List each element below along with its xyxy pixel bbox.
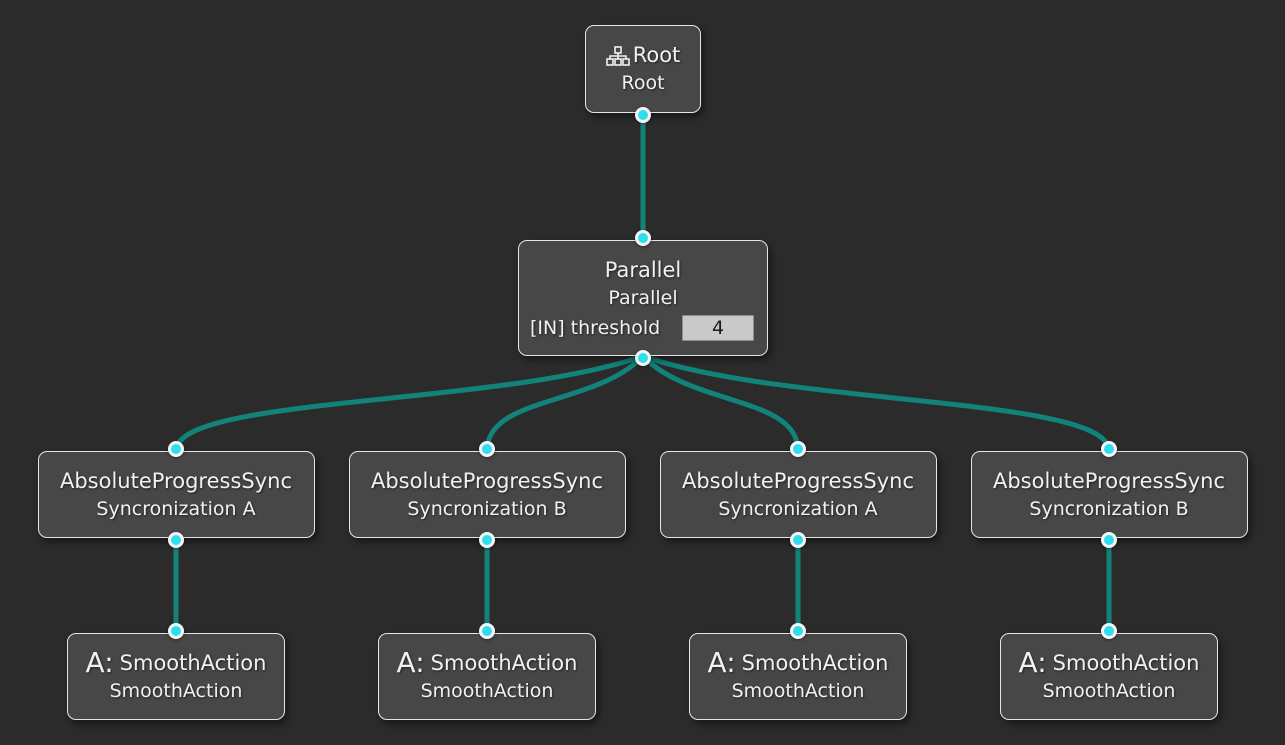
input-port[interactable] — [479, 441, 495, 457]
node-root[interactable]: Root Root — [585, 25, 701, 123]
action-prefix: A: — [396, 646, 425, 679]
node-instance-name: SmoothAction — [731, 679, 865, 702]
node-title-row: A: SmoothAction — [708, 649, 889, 678]
action-prefix: A: — [85, 646, 114, 679]
input-port[interactable] — [168, 623, 184, 639]
node-type-label: AbsoluteProgressSync — [370, 468, 603, 493]
node-action-1[interactable]: A: SmoothAction SmoothAction — [67, 623, 285, 720]
node-action-4[interactable]: A: SmoothAction SmoothAction — [1000, 623, 1218, 720]
action-prefix: A: — [1018, 646, 1047, 679]
input-port[interactable] — [168, 441, 184, 457]
input-port[interactable] — [479, 623, 495, 639]
node-type-label: SmoothAction — [1052, 650, 1200, 675]
node-instance-name: SmoothAction — [109, 679, 243, 702]
sitemap-icon — [605, 45, 630, 66]
param-label: [IN] threshold — [530, 316, 661, 339]
output-port[interactable] — [635, 107, 651, 123]
node-instance-name: Syncronization B — [407, 497, 567, 520]
node-sync-2[interactable]: AbsoluteProgressSync Syncronization B — [348, 441, 626, 548]
node-title-row: A: SmoothAction — [397, 649, 578, 678]
threshold-input[interactable] — [682, 314, 754, 341]
node-sync-4[interactable]: AbsoluteProgressSync Syncronization B — [970, 441, 1248, 548]
node-title-row: Root — [605, 41, 681, 70]
node-action-3[interactable]: A: SmoothAction SmoothAction — [689, 623, 907, 720]
edge-parallel-sync-3 — [640, 353, 801, 454]
output-port[interactable] — [479, 532, 495, 548]
node-title-row: A: SmoothAction — [86, 649, 267, 678]
node-type-label: SmoothAction — [119, 650, 267, 675]
node-type-label: Parallel — [604, 257, 682, 282]
node-instance-name: Parallel — [608, 286, 678, 309]
output-port[interactable] — [1101, 532, 1117, 548]
node-type-label: AbsoluteProgressSync — [681, 468, 914, 493]
node-instance-name: SmoothAction — [420, 679, 554, 702]
node-parallel[interactable]: Parallel Parallel [IN] threshold — [518, 230, 768, 366]
node-sync-3[interactable]: AbsoluteProgressSync Syncronization A — [659, 441, 937, 548]
input-port[interactable] — [1101, 441, 1117, 457]
output-port[interactable] — [790, 532, 806, 548]
input-port[interactable] — [790, 441, 806, 457]
node-instance-name: Syncronization A — [718, 497, 878, 520]
edge-parallel-sync-1 — [173, 353, 646, 454]
edge-parallel-sync-2 — [484, 353, 646, 454]
node-instance-name: Root — [621, 72, 665, 94]
input-port[interactable] — [1101, 623, 1117, 639]
node-instance-name: Syncronization A — [96, 497, 256, 520]
node-type-label: SmoothAction — [430, 650, 578, 675]
input-port[interactable] — [635, 230, 651, 246]
edge-parallel-sync-4 — [640, 353, 1112, 454]
node-instance-name: Syncronization B — [1029, 497, 1189, 520]
node-type-label: AbsoluteProgressSync — [992, 468, 1225, 493]
node-action-2[interactable]: A: SmoothAction SmoothAction — [378, 623, 596, 720]
input-port[interactable] — [790, 623, 806, 639]
node-type-label: AbsoluteProgressSync — [59, 468, 292, 493]
node-type-label: Root — [632, 43, 681, 67]
output-port[interactable] — [635, 350, 651, 366]
node-type-label: SmoothAction — [741, 650, 889, 675]
node-title-row: A: SmoothAction — [1019, 649, 1200, 678]
param-row: [IN] threshold — [519, 314, 767, 341]
node-instance-name: SmoothAction — [1042, 679, 1176, 702]
action-prefix: A: — [707, 646, 736, 679]
node-sync-1[interactable]: AbsoluteProgressSync Syncronization A — [37, 441, 315, 548]
output-port[interactable] — [168, 532, 184, 548]
